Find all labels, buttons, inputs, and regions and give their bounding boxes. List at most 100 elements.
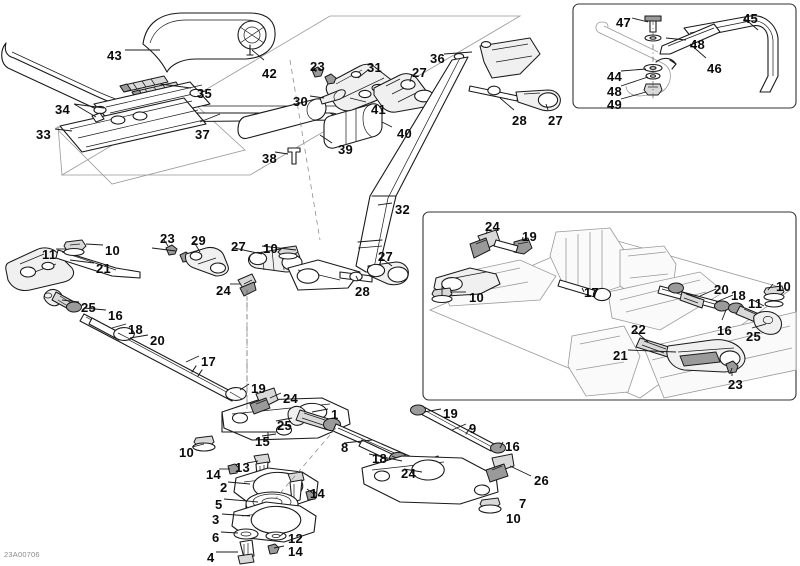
callout-11: 11 — [748, 296, 763, 311]
callout-10: 10 — [105, 243, 121, 258]
part-39-grip — [237, 98, 327, 140]
part-36-steering-plate — [453, 37, 541, 79]
callout-24: 24 — [283, 391, 299, 406]
callout-23: 23 — [310, 59, 326, 74]
callout-22: 22 — [631, 322, 647, 337]
callout-20: 20 — [714, 282, 730, 297]
callout-37: 37 — [195, 127, 211, 142]
callout-30: 30 — [293, 94, 309, 109]
part-14-nut-a — [227, 463, 240, 475]
part-38-screw — [287, 147, 301, 165]
callout-10: 10 — [776, 279, 792, 294]
callout-27: 27 — [412, 65, 428, 80]
callout-18: 18 — [128, 322, 144, 337]
callout-40: 40 — [397, 126, 413, 141]
callout-34: 34 — [55, 102, 71, 117]
callout-21: 21 — [613, 348, 629, 363]
callout-29: 29 — [191, 233, 207, 248]
part-23-mid-nuts — [151, 244, 192, 263]
callout-10: 10 — [179, 445, 195, 460]
callout-2: 2 — [220, 480, 228, 495]
callout-18: 18 — [372, 451, 388, 466]
callout-19: 19 — [251, 381, 267, 396]
part-33-lower-clamp — [59, 97, 207, 153]
part-10-lower-right-nut — [478, 497, 502, 514]
part-4-bolt — [237, 539, 255, 565]
part-14-nut-c — [267, 543, 280, 555]
callout-14: 14 — [288, 544, 304, 559]
leader-lines — [54, 17, 774, 553]
callout-10: 10 — [469, 290, 485, 305]
callout-10: 10 — [506, 511, 522, 526]
callout-16: 16 — [505, 439, 521, 454]
callout-32: 32 — [395, 202, 411, 217]
callout-17: 17 — [201, 354, 217, 369]
callout-19: 19 — [522, 229, 538, 244]
callout-15: 15 — [255, 434, 271, 449]
callout-26: 26 — [534, 473, 550, 488]
callout-24: 24 — [216, 283, 232, 298]
callout-25: 25 — [746, 329, 762, 344]
part-24-lower-left-stud — [249, 387, 279, 415]
callout-48: 48 — [607, 84, 623, 99]
part-15-bracket — [221, 411, 277, 440]
part-17-left-tie-rod — [79, 313, 247, 402]
callout-27: 27 — [231, 239, 247, 254]
callout-3: 3 — [212, 512, 220, 527]
callout-16: 16 — [717, 323, 733, 338]
part-6-washer — [233, 528, 259, 540]
callout-27: 27 — [548, 113, 564, 128]
callout-7: 7 — [519, 496, 527, 511]
callout-21: 21 — [96, 261, 112, 276]
part-10-nut-left-upper — [63, 239, 87, 257]
part-10-lower-left-nut — [192, 435, 216, 452]
callout-45: 45 — [743, 11, 759, 26]
callout-27: 27 — [378, 249, 394, 264]
callout-28: 28 — [355, 284, 371, 299]
callout-17: 17 — [584, 285, 600, 300]
callout-14: 14 — [310, 486, 326, 501]
callout-11: 11 — [42, 247, 57, 262]
callout-28: 28 — [512, 113, 528, 128]
callout-49: 49 — [607, 97, 623, 112]
panel-lower-right — [422, 211, 797, 401]
callout-48: 48 — [690, 37, 706, 52]
part-43-pad — [142, 12, 276, 73]
callout-42: 42 — [262, 66, 278, 81]
callout-23: 23 — [728, 377, 744, 392]
part-40-throttle-housing — [323, 103, 383, 149]
callout-25: 25 — [277, 418, 293, 433]
callout-20: 20 — [150, 333, 166, 348]
document-id: 23A00706 — [4, 550, 40, 559]
part-27-upper-right-joint — [515, 89, 561, 112]
part-27-upper-joint — [358, 73, 434, 113]
callout-14: 14 — [206, 467, 222, 482]
part-29-mid-link — [184, 246, 229, 277]
callout-9: 9 — [469, 421, 477, 436]
callout-25: 25 — [81, 300, 97, 315]
callout-39: 39 — [338, 142, 354, 157]
part-25-left-tie-end — [43, 288, 82, 313]
callout-4: 4 — [207, 550, 215, 565]
callout-24: 24 — [401, 466, 417, 481]
part-steering-lower-column-plate — [287, 259, 361, 291]
part-30-spacer — [319, 89, 346, 105]
part-10-mid-nut — [277, 245, 299, 260]
part-25-lower-tie-end — [287, 405, 342, 432]
panel-upper-right — [572, 3, 797, 109]
part-12-washer — [265, 531, 287, 541]
callout-8: 8 — [341, 440, 349, 455]
callout-46: 46 — [707, 61, 723, 76]
part-27-mid-right-joint — [366, 261, 409, 286]
callout-5: 5 — [215, 497, 223, 512]
callout-41: 41 — [371, 102, 387, 117]
callout-16: 16 — [108, 308, 124, 323]
callout-1: 1 — [331, 407, 339, 422]
part-7-lower-right-frame — [361, 455, 499, 505]
callout-18: 18 — [731, 288, 747, 303]
callout-44: 44 — [607, 69, 623, 84]
part-28-upper-rod — [468, 85, 519, 102]
callout-31: 31 — [367, 60, 383, 75]
part-23-upper-nuts — [311, 66, 337, 85]
